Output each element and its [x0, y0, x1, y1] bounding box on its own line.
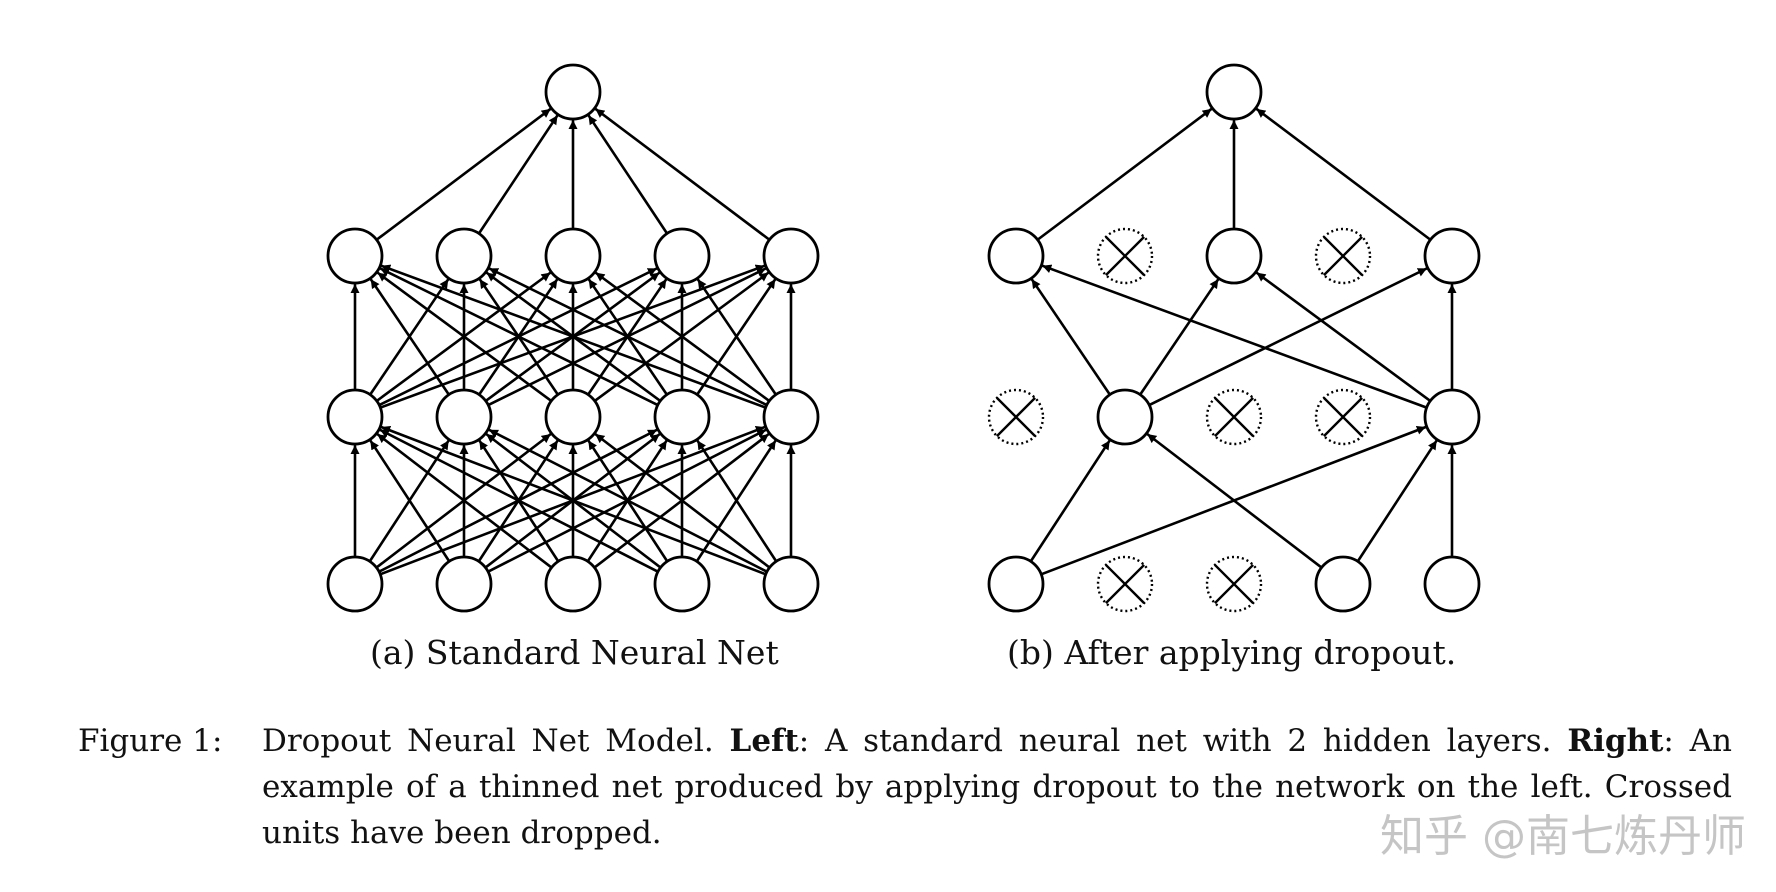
watermark: 知乎 @南七炼丹师 — [1380, 811, 1746, 862]
connection-arrow — [369, 278, 450, 396]
connection-arrow — [1255, 271, 1432, 403]
hidden2-unit — [1423, 227, 1481, 285]
connection-arrow — [375, 107, 552, 241]
connection-arrow — [1356, 439, 1438, 563]
connection-arrow — [376, 432, 553, 569]
connection-arrow — [1146, 432, 1323, 569]
connection-arrow — [594, 107, 771, 241]
input-unit — [326, 555, 384, 613]
connection-arrow — [587, 114, 669, 235]
dropout-neural-net-diagram — [987, 63, 1481, 613]
hidden2-unit — [653, 227, 711, 285]
hidden2-unit — [326, 227, 384, 285]
connection-arrow — [488, 428, 768, 573]
output-unit — [1205, 63, 1263, 121]
output-unit — [544, 63, 602, 121]
dropped-unit-cross-icon — [1214, 397, 1254, 437]
connection-arrow — [594, 432, 771, 569]
figure-label: Figure 1: — [78, 723, 223, 759]
hidden1-unit — [653, 388, 711, 446]
dropped-unit-cross-icon — [1323, 397, 1363, 437]
connection-arrow — [380, 425, 767, 576]
connection-arrow — [369, 439, 451, 563]
hidden1-unit — [326, 388, 384, 446]
connection-arrow — [380, 264, 767, 409]
input-unit — [1314, 555, 1372, 613]
input-unit — [762, 555, 820, 613]
dropped-unit-cross-icon — [996, 397, 1036, 437]
input-unit — [544, 555, 602, 613]
caption-right-text: : An example of a thinned net produced b… — [262, 723, 1733, 851]
connection-arrow — [379, 428, 659, 573]
hidden1-unit — [762, 388, 820, 446]
caption-a: (a) Standard Neural Net — [370, 633, 779, 672]
hidden1-unit — [1423, 388, 1481, 446]
caption-right-label: Right — [1567, 723, 1664, 759]
input-unit — [987, 555, 1045, 613]
standard-neural-net-diagram — [326, 63, 820, 613]
connection-arrow — [1030, 278, 1111, 396]
hidden1-unit — [544, 388, 602, 446]
hidden2-unit — [762, 227, 820, 285]
connection-arrow — [1036, 107, 1213, 241]
input-unit — [1423, 555, 1481, 613]
dropped-unit-cross-icon — [1105, 564, 1145, 604]
connection-arrow — [488, 267, 768, 407]
connection-arrow — [696, 439, 778, 563]
hidden1-unit — [435, 388, 493, 446]
hidden2-unit — [435, 227, 493, 285]
connection-arrow — [376, 271, 553, 403]
hidden2-unit — [544, 227, 602, 285]
input-unit — [653, 555, 711, 613]
input-unit — [435, 555, 493, 613]
connection-arrow — [477, 114, 559, 235]
dropped-unit-cross-icon — [1105, 236, 1145, 276]
hidden2-unit — [1205, 227, 1263, 285]
dropped-unit-cross-icon — [1323, 236, 1363, 276]
connection-arrow — [1029, 439, 1111, 563]
hidden2-unit — [987, 227, 1045, 285]
dropped-unit-cross-icon — [1214, 564, 1254, 604]
caption-intro: Dropout Neural Net Model. — [262, 723, 714, 759]
connection-arrow — [696, 278, 777, 396]
connection-arrow — [1041, 264, 1428, 409]
connection-arrow — [1139, 278, 1220, 396]
connection-arrow — [1255, 107, 1432, 241]
connection-arrow — [594, 271, 771, 403]
caption-left-text: : A standard neural net with 2 hidden la… — [798, 723, 1552, 759]
hidden1-unit — [1096, 388, 1154, 446]
caption-body: Dropout Neural Net Model. Left: A standa… — [262, 718, 1732, 856]
connection-arrow — [1148, 267, 1428, 407]
connection-arrow — [379, 267, 659, 407]
caption-left-label: Left — [729, 723, 799, 759]
caption-b: (b) After applying dropout. — [1007, 633, 1457, 672]
